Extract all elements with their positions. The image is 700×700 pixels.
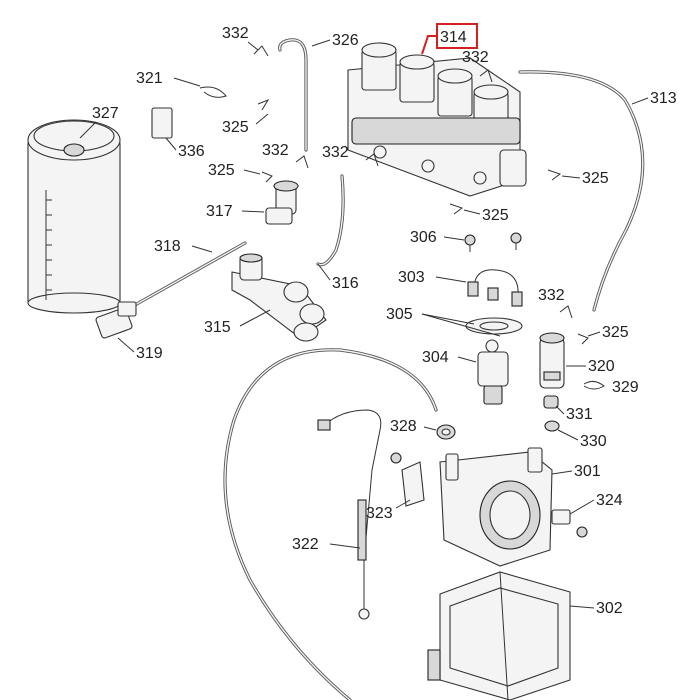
callout-320: 320 — [588, 358, 615, 375]
screw-306-a[interactable] — [464, 234, 476, 252]
screw-306-b[interactable] — [510, 232, 522, 250]
clip-325-b[interactable] — [547, 169, 562, 181]
clip-332-b[interactable] — [479, 69, 493, 83]
bracket-324[interactable] — [551, 509, 588, 538]
callout-332-e: 332 — [538, 287, 565, 304]
valve-320[interactable] — [539, 332, 565, 389]
drip-tray-302[interactable] — [427, 571, 571, 700]
callout-326: 326 — [332, 32, 359, 49]
sensor-304[interactable] — [477, 339, 509, 405]
callout-314: 314 — [440, 29, 467, 46]
callout-325-b: 325 — [582, 170, 609, 187]
callout-332-c: 332 — [262, 142, 289, 159]
seal-330[interactable] — [544, 420, 560, 432]
clip-332-e[interactable] — [559, 305, 573, 319]
callout-329: 329 — [612, 379, 639, 396]
callout-323: 323 — [366, 505, 393, 522]
manifold-315[interactable] — [231, 253, 327, 342]
callout-304: 304 — [422, 349, 449, 366]
callout-325-e: 325 — [602, 324, 629, 341]
water-tank-327[interactable] — [27, 119, 121, 314]
wiring-303[interactable] — [467, 269, 523, 307]
heater-unit-301[interactable] — [439, 447, 553, 567]
clip-332-c[interactable] — [295, 155, 309, 169]
fitting-317[interactable] — [265, 180, 299, 225]
cable-322[interactable] — [317, 409, 382, 620]
gasket-305[interactable] — [465, 317, 523, 335]
callout-315: 315 — [204, 319, 231, 336]
callout-336: 336 — [178, 143, 205, 160]
clip-325-a[interactable] — [257, 98, 270, 111]
callout-332-a: 332 — [222, 25, 249, 42]
callout-330: 330 — [580, 433, 607, 450]
callout-325-d: 325 — [208, 162, 235, 179]
callout-319: 319 — [136, 345, 163, 362]
clip-325-e[interactable] — [577, 333, 589, 345]
callout-316: 316 — [332, 275, 359, 292]
clip-321[interactable] — [199, 86, 227, 98]
callout-317: 317 — [206, 203, 233, 220]
clip-325-c[interactable] — [449, 203, 464, 215]
callout-325-c: 325 — [482, 207, 509, 224]
callout-332-d: 332 — [322, 144, 349, 161]
bracket-323[interactable] — [390, 452, 425, 507]
callout-313: 313 — [650, 90, 677, 107]
tube-316[interactable] — [316, 174, 345, 267]
grommet-328[interactable] — [436, 424, 456, 440]
callout-321: 321 — [136, 70, 163, 87]
highlight-leader-314 — [421, 35, 437, 55]
clip-332-d[interactable] — [365, 153, 379, 167]
callout-303: 303 — [398, 269, 425, 286]
clip-332-a[interactable] — [253, 45, 269, 57]
callout-332-b: 332 — [462, 49, 489, 66]
callout-302: 302 — [596, 600, 623, 617]
solenoid-valve-block-314[interactable] — [347, 42, 527, 197]
clip-325-d[interactable] — [261, 171, 273, 183]
callout-318: 318 — [154, 238, 181, 255]
callout-322: 322 — [292, 536, 319, 553]
callout-306: 306 — [410, 229, 437, 246]
callout-301: 301 — [574, 463, 601, 480]
tube-326[interactable] — [278, 38, 308, 152]
drain-tube[interactable] — [223, 348, 438, 700]
tube-313[interactable] — [518, 70, 645, 312]
tank-connector-319[interactable] — [95, 301, 137, 339]
clip-329[interactable] — [583, 380, 605, 390]
callout-328: 328 — [390, 418, 417, 435]
filter-336[interactable] — [151, 107, 173, 139]
callout-305: 305 — [386, 306, 413, 323]
callout-331: 331 — [566, 406, 593, 423]
callout-325-a: 325 — [222, 119, 249, 136]
suction-tube-318[interactable] — [124, 241, 247, 312]
callout-327: 327 — [92, 105, 119, 122]
spring-331[interactable] — [543, 395, 559, 409]
callout-324: 324 — [596, 492, 623, 509]
